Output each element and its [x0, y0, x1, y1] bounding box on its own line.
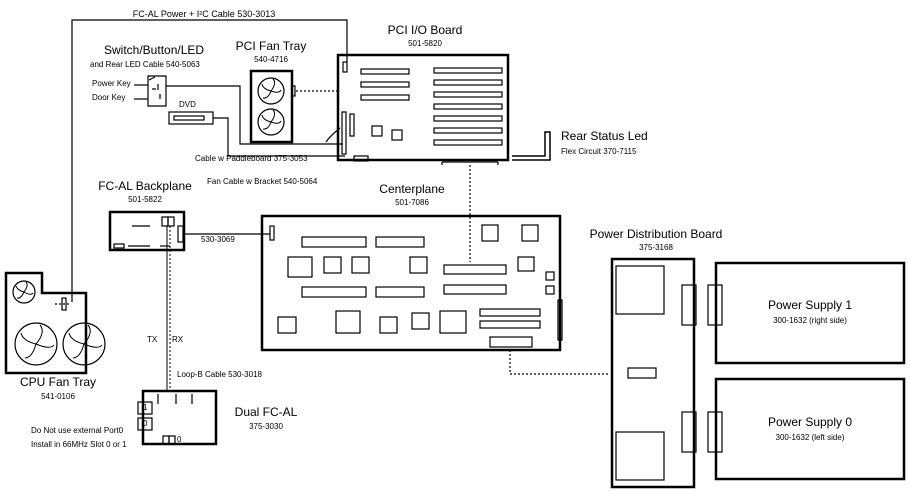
power-distribution-board — [610, 257, 696, 489]
centerplane-title: Centerplane — [379, 182, 445, 196]
port-0b-label: 0 — [177, 435, 182, 444]
paddleboard-cable-label: Cable w Paddleboard 375-3053 — [195, 154, 308, 163]
pci-fan-tray-title: PCI Fan Tray — [235, 39, 307, 53]
rear-status-led-sub: Flex Circuit 370-7115 — [561, 147, 637, 156]
note-port0: Do Not use external Port0 — [31, 426, 124, 435]
note-slot: Install in 66MHz Slot 0 or 1 — [31, 440, 127, 449]
tx-label: TX — [147, 335, 158, 344]
pdb-title: Power Distribution Board — [589, 227, 723, 241]
cpu-fan-right-icon — [62, 322, 106, 366]
fcal-backplane-pn: 501-5822 — [128, 195, 162, 204]
fcal-backplane — [108, 210, 186, 252]
dvd-label: DVD — [179, 100, 196, 109]
ps0-title: Power Supply 0 — [767, 415, 853, 429]
ps1-sub: 300-1632 (right side) — [773, 316, 847, 325]
switch-title: Switch/Button/LED — [104, 43, 205, 57]
pci-fan-tray — [249, 69, 294, 144]
rx-label: RX — [172, 335, 184, 344]
centerplane-pn: 501-7086 — [395, 198, 429, 207]
power-i2c-cable-label: FC-AL Power + I²C Cable 530-3013 — [132, 9, 276, 19]
dual-fcal-pn: 375-3030 — [249, 422, 283, 431]
cpu-fan-left-icon — [14, 322, 58, 366]
port-1-label: 1 — [143, 403, 148, 412]
cpu-fan-tray-pn: 541-0106 — [41, 392, 75, 401]
ps0-sub: 300-1632 (left side) — [775, 433, 845, 442]
port-0-label: 0 — [143, 419, 148, 428]
dual-fcal-title: Dual FC-AL — [234, 405, 298, 419]
pci-io-board — [336, 53, 510, 162]
pci-fan-tray-pn: 540-4716 — [254, 55, 288, 64]
loop-b-cable-label: Loop-B Cable 530-3018 — [177, 370, 262, 379]
cable-530-3069-label: 530-3069 — [201, 235, 235, 244]
centerplane — [260, 214, 562, 352]
ps1-title: Power Supply 1 — [767, 298, 853, 312]
fcal-backplane-title: FC-AL Backplane — [98, 179, 192, 193]
fan-cable-label: Fan Cable w Bracket 540-5064 — [207, 177, 318, 186]
switch-button-led-board — [147, 75, 167, 107]
dvd-drive — [168, 111, 214, 125]
cpu-fan-tray — [4, 271, 88, 375]
switch-subtitle: and Rear LED Cable 540-5063 — [90, 60, 200, 69]
cpu-fan-small-icon — [12, 280, 36, 304]
pci-io-board-title: PCI I/O Board — [387, 23, 463, 37]
pci-io-board-pn: 501-5820 — [408, 39, 442, 48]
power-supply-1 — [714, 261, 906, 365]
power-supply-0 — [714, 377, 906, 481]
rear-status-led-title: Rear Status Led — [561, 129, 648, 143]
cpu-fan-tray-title: CPU Fan Tray — [19, 375, 97, 389]
dual-fcal-card — [141, 389, 218, 446]
pdb-pn: 375-3168 — [639, 243, 673, 252]
power-key-label: Power Key — [92, 79, 131, 88]
door-key-label: Door Key — [92, 93, 126, 102]
